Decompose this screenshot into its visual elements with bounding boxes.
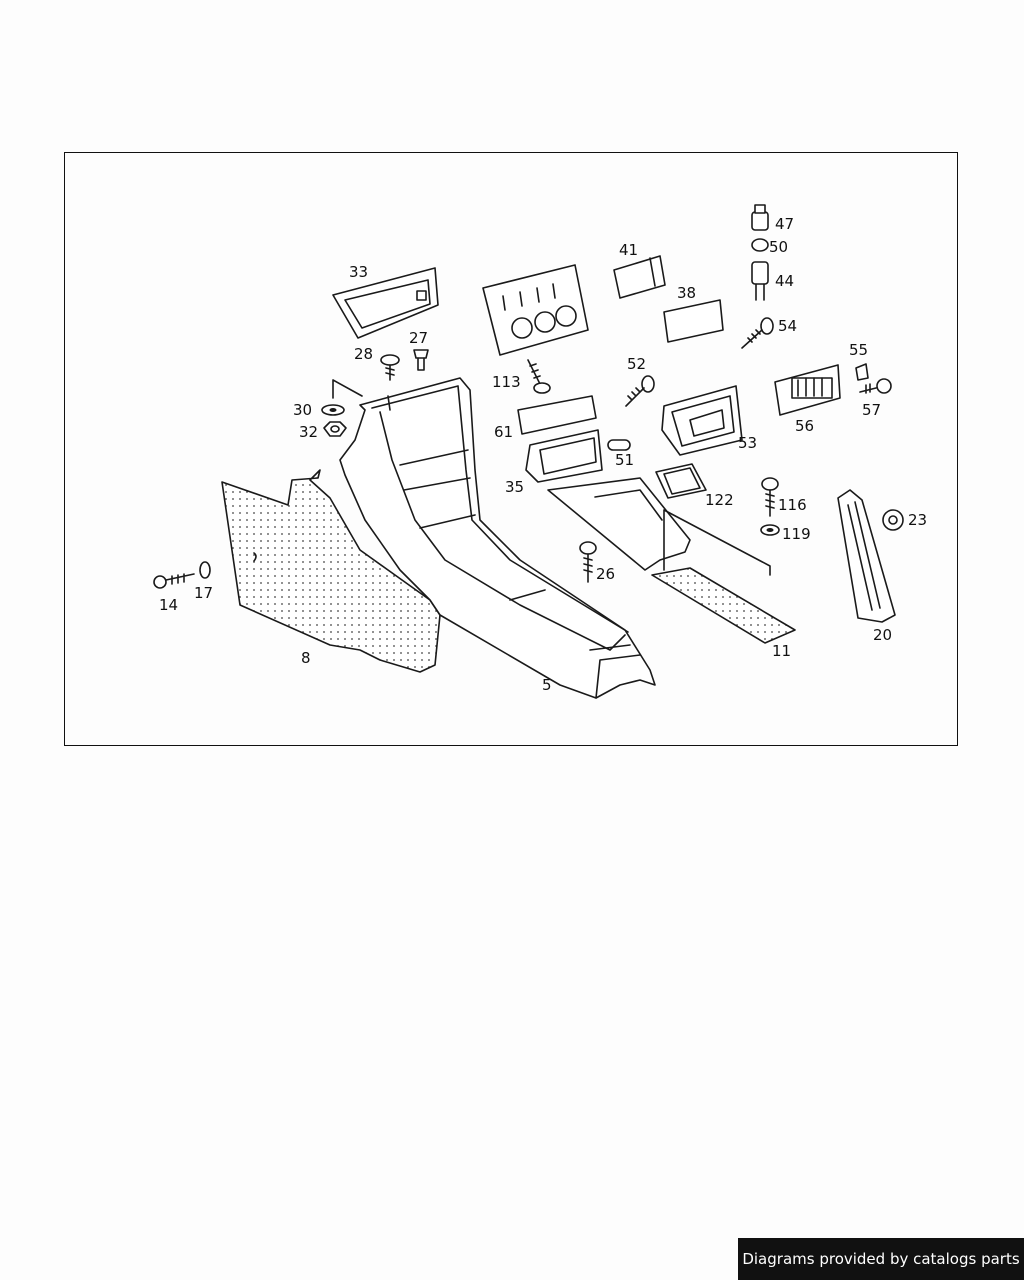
part-35-tray[interactable] [525, 429, 603, 483]
part-116-screw[interactable] [761, 477, 779, 517]
label-55: 55 [849, 341, 868, 359]
footer-text: Diagrams provided by catalogs parts [742, 1250, 1020, 1268]
part-26-screw[interactable] [579, 541, 597, 583]
label-8: 8 [301, 649, 311, 667]
part-61-panel[interactable] [517, 395, 597, 435]
part-51-bulb[interactable] [607, 439, 631, 451]
label-14: 14 [159, 596, 178, 614]
label-28: 28 [354, 345, 373, 363]
label-30: 30 [293, 401, 312, 419]
label-113: 113 [492, 373, 521, 391]
gauge-panel[interactable] [482, 264, 589, 356]
label-57: 57 [862, 401, 881, 419]
label-23: 23 [908, 511, 927, 529]
part-50-ring[interactable] [751, 238, 769, 252]
label-27: 27 [409, 329, 428, 347]
label-56: 56 [795, 417, 814, 435]
part-44-switch[interactable] [751, 261, 769, 301]
part-11-mat[interactable] [651, 567, 796, 644]
label-116: 116 [778, 496, 807, 514]
part-57-screw[interactable] [859, 378, 892, 394]
label-32: 32 [299, 423, 318, 441]
part-122-boot[interactable] [655, 463, 707, 499]
part-53-ashtray[interactable] [661, 385, 743, 456]
label-11: 11 [772, 642, 791, 660]
part-17-washer[interactable] [199, 561, 211, 579]
part-47-cap[interactable] [751, 204, 769, 231]
label-20: 20 [873, 626, 892, 644]
label-41: 41 [619, 241, 638, 259]
footer-banner: Diagrams provided by catalogs parts [738, 1238, 1024, 1280]
part-14-screw[interactable] [153, 573, 195, 589]
shifter-housing[interactable] [547, 477, 691, 571]
part-23-clip[interactable] [882, 509, 904, 531]
part-119-washer[interactable] [760, 524, 780, 536]
part-27-clip[interactable] [413, 349, 429, 371]
part-30-washer[interactable] [321, 404, 345, 416]
part-54-screw[interactable] [741, 317, 774, 349]
part-52-screw[interactable] [625, 375, 655, 407]
part-113-screw[interactable] [527, 359, 551, 394]
part-32-nut[interactable] [323, 421, 347, 437]
label-54: 54 [778, 317, 797, 335]
label-52: 52 [627, 355, 646, 373]
label-26: 26 [596, 565, 615, 583]
label-119: 119 [782, 525, 811, 543]
part-8-side-panel[interactable] [221, 469, 441, 673]
part-41-switch[interactable] [613, 255, 666, 299]
part-55-clip[interactable] [855, 363, 869, 381]
label-17: 17 [194, 584, 213, 602]
label-35: 35 [505, 478, 524, 496]
part-33-frame[interactable] [332, 267, 439, 339]
label-44: 44 [775, 272, 794, 290]
part-20-trim[interactable] [837, 489, 896, 623]
label-47: 47 [775, 215, 794, 233]
label-122: 122 [705, 491, 734, 509]
label-33: 33 [349, 263, 368, 281]
part-38-cover[interactable] [663, 299, 724, 343]
label-38: 38 [677, 284, 696, 302]
label-51: 51 [615, 451, 634, 469]
label-50: 50 [769, 238, 788, 256]
label-61: 61 [494, 423, 513, 441]
part-28-bolt[interactable] [380, 354, 400, 381]
label-5: 5 [542, 676, 552, 694]
part-5-center-console[interactable] [339, 377, 656, 699]
part-56-vent[interactable] [774, 364, 841, 416]
label-53: 53 [738, 434, 757, 452]
